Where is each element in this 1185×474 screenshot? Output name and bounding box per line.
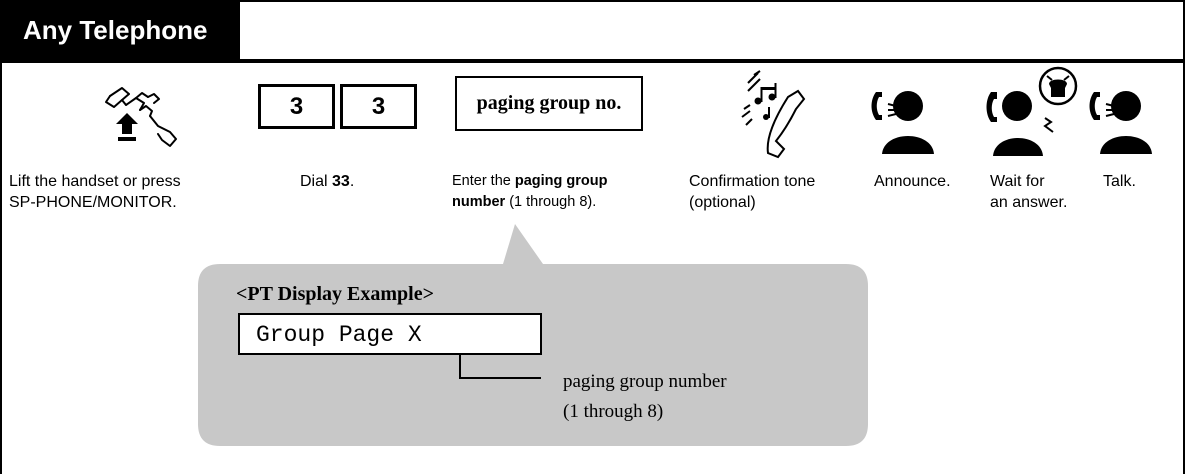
- dial-caption-prefix: Dial: [300, 173, 333, 190]
- pt-display-text: Group Page X: [256, 322, 422, 348]
- talk-caption-line1: Talk.: [1103, 173, 1136, 190]
- paging-group-box: paging group no.: [455, 76, 643, 131]
- lift-caption-line2: SP-PHONE/MONITOR.: [9, 194, 177, 211]
- frame-right-border: [1183, 0, 1185, 474]
- wait-caption-line2: an answer.: [990, 194, 1068, 211]
- talk-speaker-icon: [1089, 91, 1152, 154]
- leader-line-horizontal: [459, 377, 541, 379]
- header-rule: [0, 59, 1185, 63]
- dial-key-2: 3: [340, 84, 417, 129]
- confirm-caption-line2: (optional): [689, 194, 756, 211]
- confirmation-tone-icon: [741, 70, 806, 159]
- wait-for-answer-icon: [986, 66, 1078, 156]
- frame-top-border: [0, 0, 1185, 2]
- talk-caption: Talk.: [1103, 171, 1136, 192]
- display-note-line2: (1 through 8): [563, 401, 664, 422]
- dial-caption-suffix: .: [349, 173, 355, 190]
- frame-left-border: [0, 0, 2, 474]
- enter-caption-bold2: number: [452, 194, 506, 210]
- enter-caption: Enter the paging group number (1 through…: [452, 171, 608, 213]
- pt-display: Group Page X: [238, 313, 542, 355]
- leader-line-vertical: [459, 355, 461, 379]
- display-example-title: <PT Display Example>: [236, 283, 435, 305]
- enter-caption-pre: Enter the: [452, 173, 515, 189]
- lift-caption-line1: Lift the handset or press: [9, 173, 181, 190]
- display-note: paging group number (1 through 8): [563, 367, 727, 427]
- dial-caption: Dial 33.: [300, 171, 354, 192]
- confirm-caption: Confirmation tone (optional): [689, 171, 815, 213]
- header-title: Any Telephone: [23, 15, 208, 45]
- confirm-caption-line1: Confirmation tone: [689, 173, 816, 190]
- dial-key-1: 3: [258, 84, 335, 129]
- display-note-line1: paging group number: [563, 371, 727, 392]
- announce-caption: Announce.: [874, 171, 951, 192]
- lift-handset-icon: [105, 87, 177, 147]
- announce-caption-line1: Announce.: [874, 173, 951, 190]
- wait-caption: Wait for an answer.: [990, 171, 1067, 213]
- dial-caption-digits: 33: [332, 173, 350, 190]
- header-tab: Any Telephone: [0, 0, 240, 59]
- wait-caption-line1: Wait for: [990, 173, 1045, 190]
- lift-caption: Lift the handset or press SP-PHONE/MONIT…: [9, 171, 181, 213]
- enter-caption-bold1: paging group: [514, 173, 608, 189]
- announce-speaker-icon: [871, 91, 934, 154]
- enter-caption-post: (1 through 8).: [505, 194, 597, 210]
